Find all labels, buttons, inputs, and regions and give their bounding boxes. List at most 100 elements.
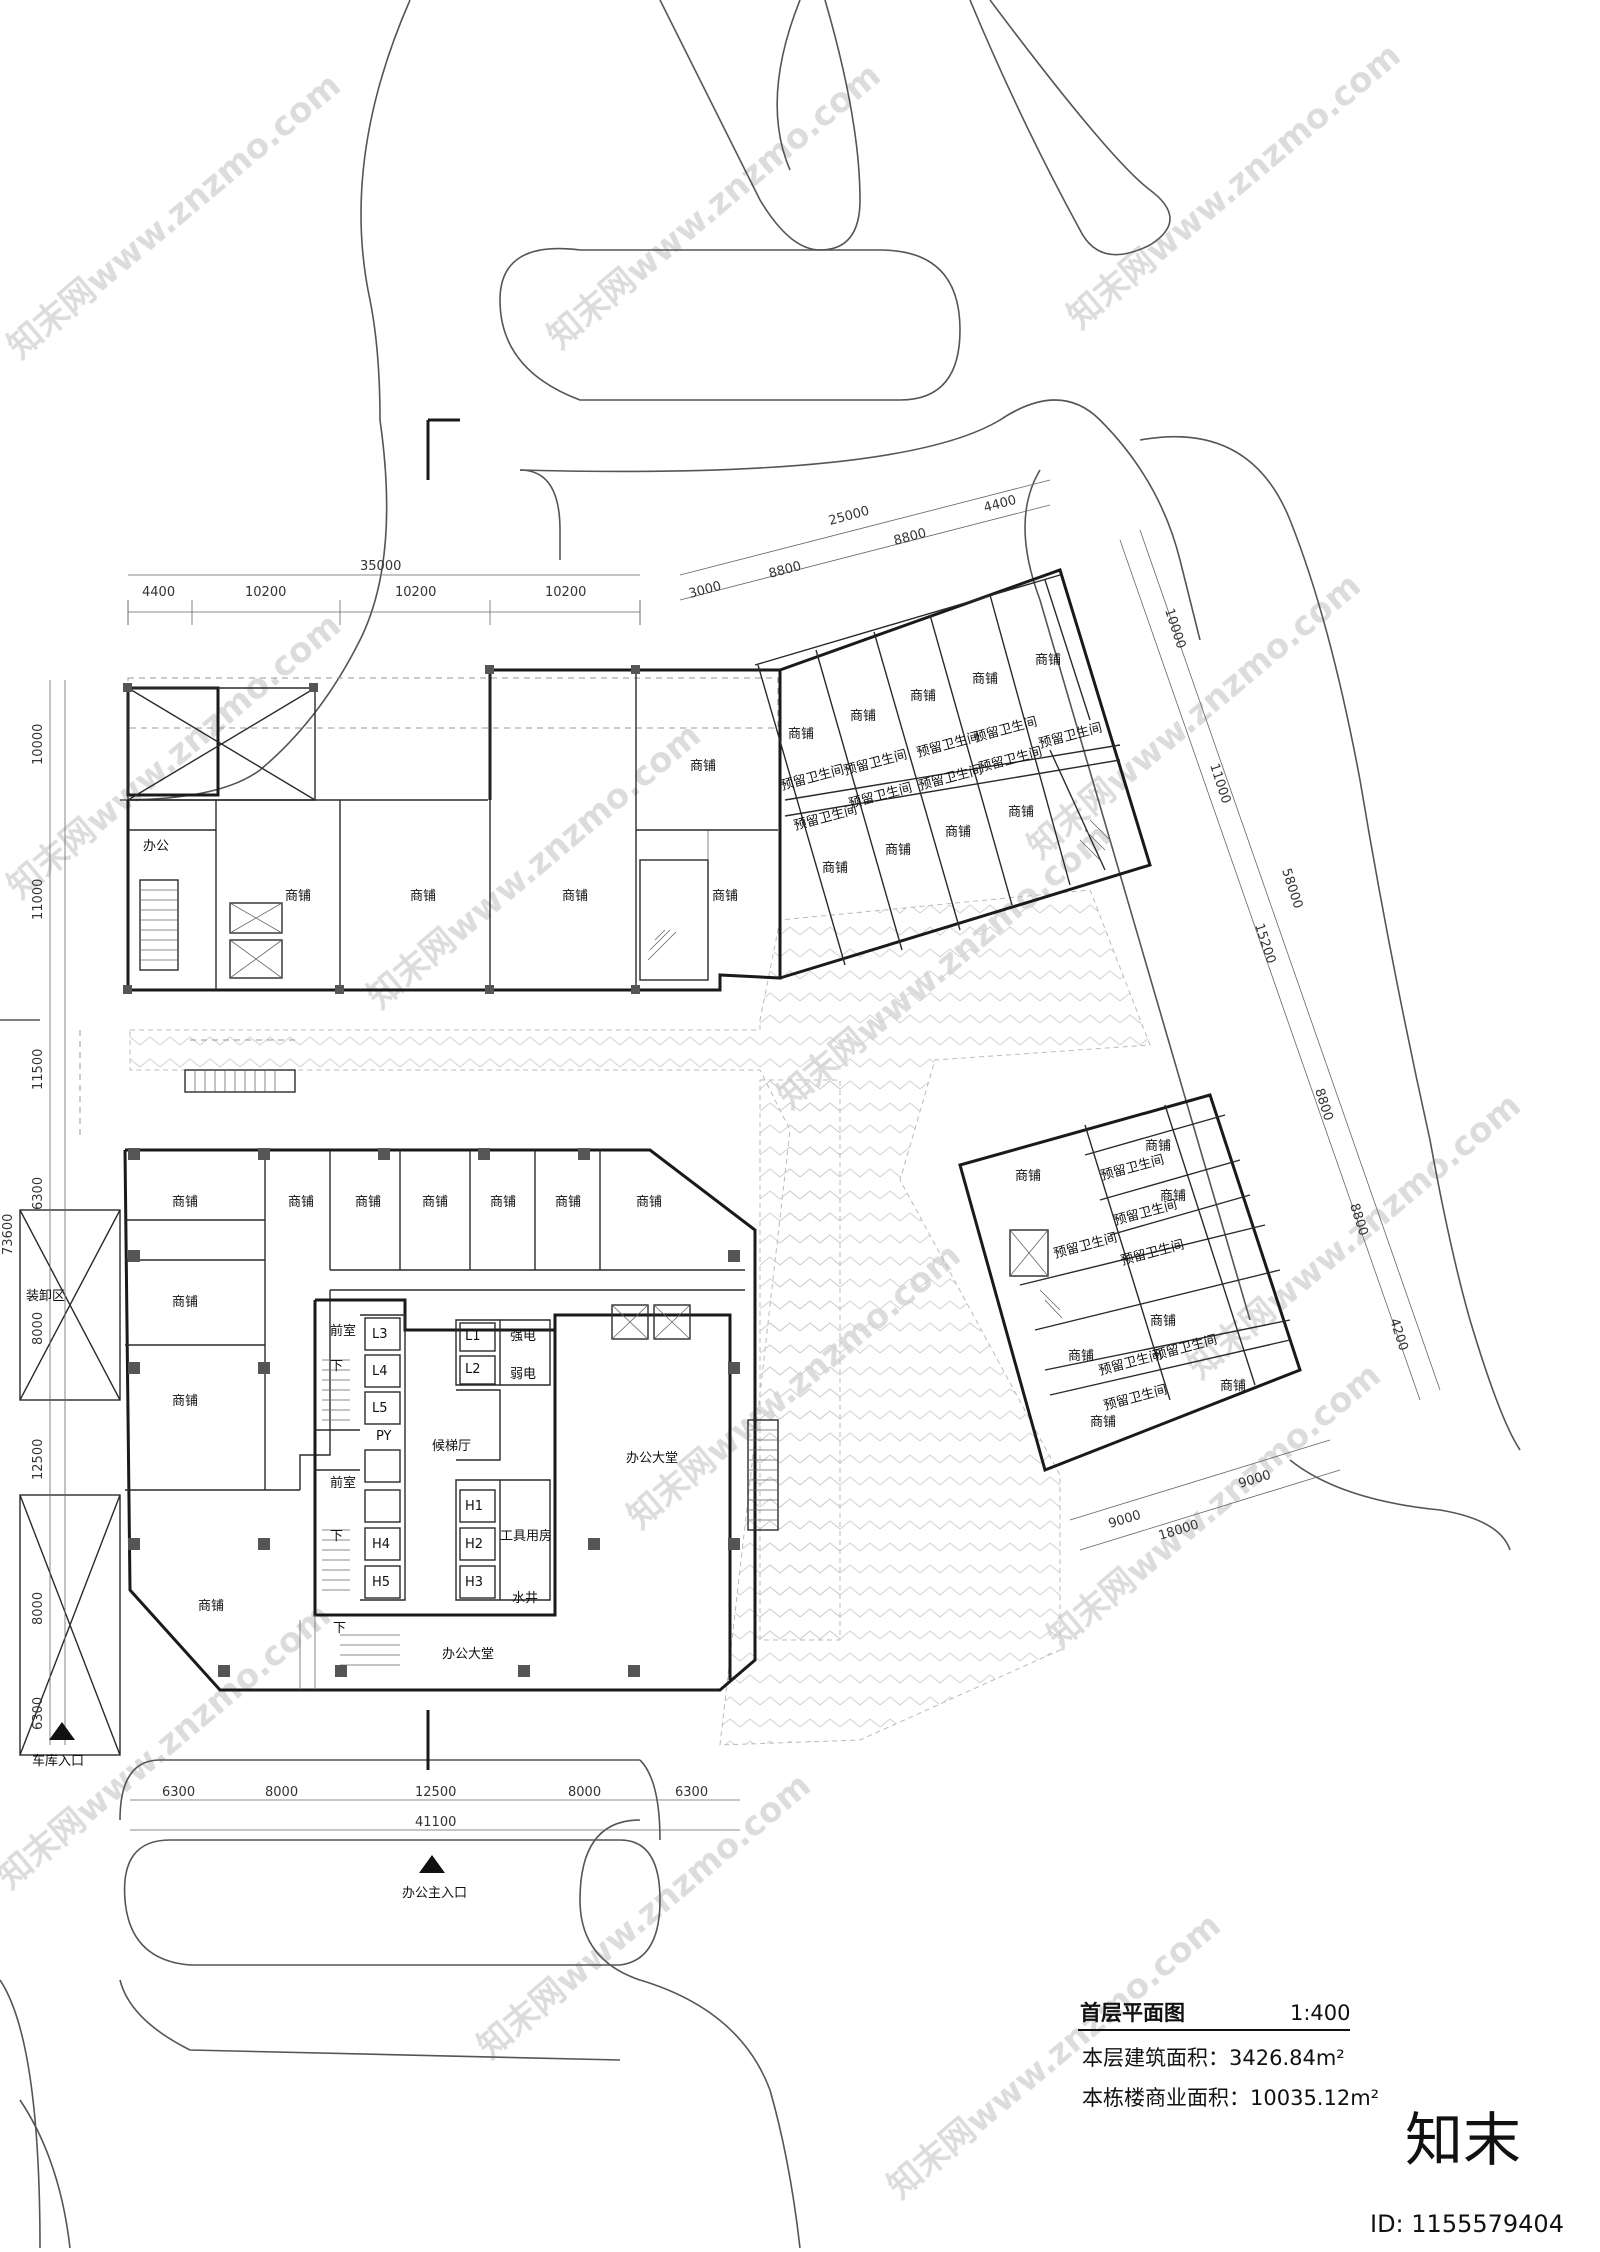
dim-east: 8800 bbox=[1311, 1087, 1335, 1123]
paved-plaza bbox=[129, 889, 1151, 1746]
label-elevator: L4 bbox=[372, 1364, 388, 1379]
dim-north-bay: 4400 bbox=[142, 585, 175, 600]
label-shop: 商铺 bbox=[972, 672, 998, 687]
label-restroom: 预留卫生间 bbox=[847, 781, 914, 812]
dim-diag-total: 25000 bbox=[827, 504, 871, 529]
entrance-markers: 车库入口 办公主入口 bbox=[32, 1722, 467, 1901]
watermark: 知末网www.znzmo.com bbox=[1040, 1355, 1389, 1657]
label-elevator: L3 bbox=[372, 1327, 388, 1342]
label-shop: 商铺 bbox=[172, 1295, 198, 1310]
label-restroom: 预留卫生间 bbox=[779, 763, 846, 794]
label-elevator: H5 bbox=[372, 1575, 390, 1590]
label-shop: 商铺 bbox=[172, 1195, 198, 1210]
label-elevator: L2 bbox=[465, 1362, 481, 1377]
north-block bbox=[123, 568, 1152, 994]
garage-entrance-label: 车库入口 bbox=[32, 1753, 84, 1769]
label-shop: 商铺 bbox=[198, 1599, 224, 1614]
label-shop: 商铺 bbox=[1090, 1415, 1116, 1430]
dim-west-total: 73600 bbox=[1, 1214, 16, 1255]
dim-diag-bay: 8800 bbox=[892, 526, 928, 549]
dim-east: 10000 bbox=[1161, 607, 1188, 651]
dim-south: 12500 bbox=[415, 1785, 456, 1800]
dimension-lines bbox=[49, 418, 1441, 1831]
label-shop: 商铺 bbox=[636, 1195, 662, 1210]
label-shop: 商铺 bbox=[288, 1195, 314, 1210]
floor-area: 本层建筑面积：3426.84m² bbox=[1082, 2046, 1345, 2070]
label-down: 下 bbox=[330, 1359, 343, 1374]
label-restroom: 预留卫生间 bbox=[1119, 1238, 1186, 1269]
label-shop: 商铺 bbox=[355, 1195, 381, 1210]
commercial-area: 本栋楼商业面积：10035.12m² bbox=[1082, 2086, 1379, 2110]
watermark: 知末网www.znzmo.com bbox=[0, 605, 349, 907]
dim-south-total: 41100 bbox=[415, 1815, 456, 1830]
label-restroom: 预留卫生间 bbox=[1099, 1153, 1166, 1184]
brand-mark: 知末 ID: 1155579404 bbox=[1370, 2106, 1564, 2238]
label-restroom: 预留卫生间 bbox=[1037, 721, 1104, 752]
label-shop: 商铺 bbox=[490, 1195, 516, 1210]
label-shop: 商铺 bbox=[172, 1394, 198, 1409]
label-tool-room: 工具用房 bbox=[500, 1528, 552, 1544]
label-shop: 商铺 bbox=[285, 889, 311, 904]
dim-eastblock: 9000 bbox=[1107, 1508, 1143, 1532]
plan-title: 首层平面图 bbox=[1080, 2001, 1185, 2025]
office-entrance-arrow bbox=[419, 1855, 445, 1873]
label-restroom: 预留卫生间 bbox=[1102, 1383, 1169, 1414]
watermark: 知末网www.znzmo.com bbox=[470, 1765, 819, 2067]
label-office: 办公 bbox=[143, 839, 169, 854]
label-shop: 商铺 bbox=[822, 861, 848, 876]
label-elevator: H4 bbox=[372, 1537, 390, 1552]
label-anteroom: 前室 bbox=[330, 1475, 356, 1491]
east-block bbox=[958, 1093, 1302, 1473]
watermark: 知末网www.znzmo.com bbox=[1060, 35, 1409, 337]
label-shop: 商铺 bbox=[1150, 1314, 1176, 1329]
label-anteroom: 前室 bbox=[330, 1323, 356, 1339]
dim-north-total: 35000 bbox=[360, 559, 401, 574]
south-block bbox=[19, 1030, 779, 1756]
label-shop: 商铺 bbox=[712, 889, 738, 904]
watermark: 知末网www.znzmo.com bbox=[360, 715, 709, 1017]
label-shop: 商铺 bbox=[850, 709, 876, 724]
label-elevator: H2 bbox=[465, 1537, 483, 1552]
watermark: 知末网www.znzmo.com bbox=[540, 55, 889, 357]
label-shop: 商铺 bbox=[1015, 1169, 1041, 1184]
dim-north-bay: 10200 bbox=[245, 585, 286, 600]
label-lobby: 办公大堂 bbox=[626, 1451, 678, 1466]
dim-west: 11000 bbox=[31, 879, 46, 920]
dim-diag-bay: 3000 bbox=[687, 579, 723, 602]
label-shop: 商铺 bbox=[555, 1195, 581, 1210]
garage-entrance-arrow bbox=[49, 1722, 75, 1740]
dim-south: 6300 bbox=[675, 1785, 708, 1800]
dim-south: 8000 bbox=[265, 1785, 298, 1800]
label-restroom: 预留卫生间 bbox=[842, 748, 909, 779]
label-elevator: H3 bbox=[465, 1575, 483, 1590]
label-shop: 商铺 bbox=[410, 889, 436, 904]
dim-diag-bay: 8800 bbox=[767, 559, 803, 582]
office-entrance-label: 办公主入口 bbox=[402, 1886, 467, 1901]
label-elevator-hall: 候梯厅 bbox=[432, 1439, 471, 1454]
label-shop: 商铺 bbox=[885, 843, 911, 858]
label-water-shaft: 水井 bbox=[512, 1591, 538, 1606]
watermark: 知末网www.znzmo.com bbox=[0, 65, 349, 367]
label-shop: 商铺 bbox=[1008, 805, 1034, 820]
label-down: 下 bbox=[333, 1621, 346, 1636]
label-shop: 商铺 bbox=[562, 889, 588, 904]
label-shop: 商铺 bbox=[1145, 1139, 1171, 1154]
road-network bbox=[0, 0, 1521, 2249]
dim-east: 4200 bbox=[1386, 1317, 1410, 1353]
brand-id: ID: 1155579404 bbox=[1370, 2210, 1564, 2238]
label-restroom: 预留卫生间 bbox=[915, 730, 982, 761]
label-shop: 商铺 bbox=[945, 825, 971, 840]
dim-south: 6300 bbox=[162, 1785, 195, 1800]
label-down: 下 bbox=[330, 1529, 343, 1544]
dim-west: 8000 bbox=[31, 1592, 46, 1625]
label-restroom: 预留卫生间 bbox=[977, 745, 1044, 776]
dim-west: 10000 bbox=[31, 724, 46, 765]
label-shop: 商铺 bbox=[1035, 653, 1061, 668]
label-elevator: L1 bbox=[465, 1329, 481, 1344]
label-restroom: 预留卫生间 bbox=[972, 715, 1039, 746]
label-elevator: H1 bbox=[465, 1499, 483, 1514]
dim-west: 12500 bbox=[31, 1439, 46, 1480]
dim-east-total: 58000 bbox=[1278, 867, 1305, 911]
dim-west: 8000 bbox=[31, 1312, 46, 1345]
